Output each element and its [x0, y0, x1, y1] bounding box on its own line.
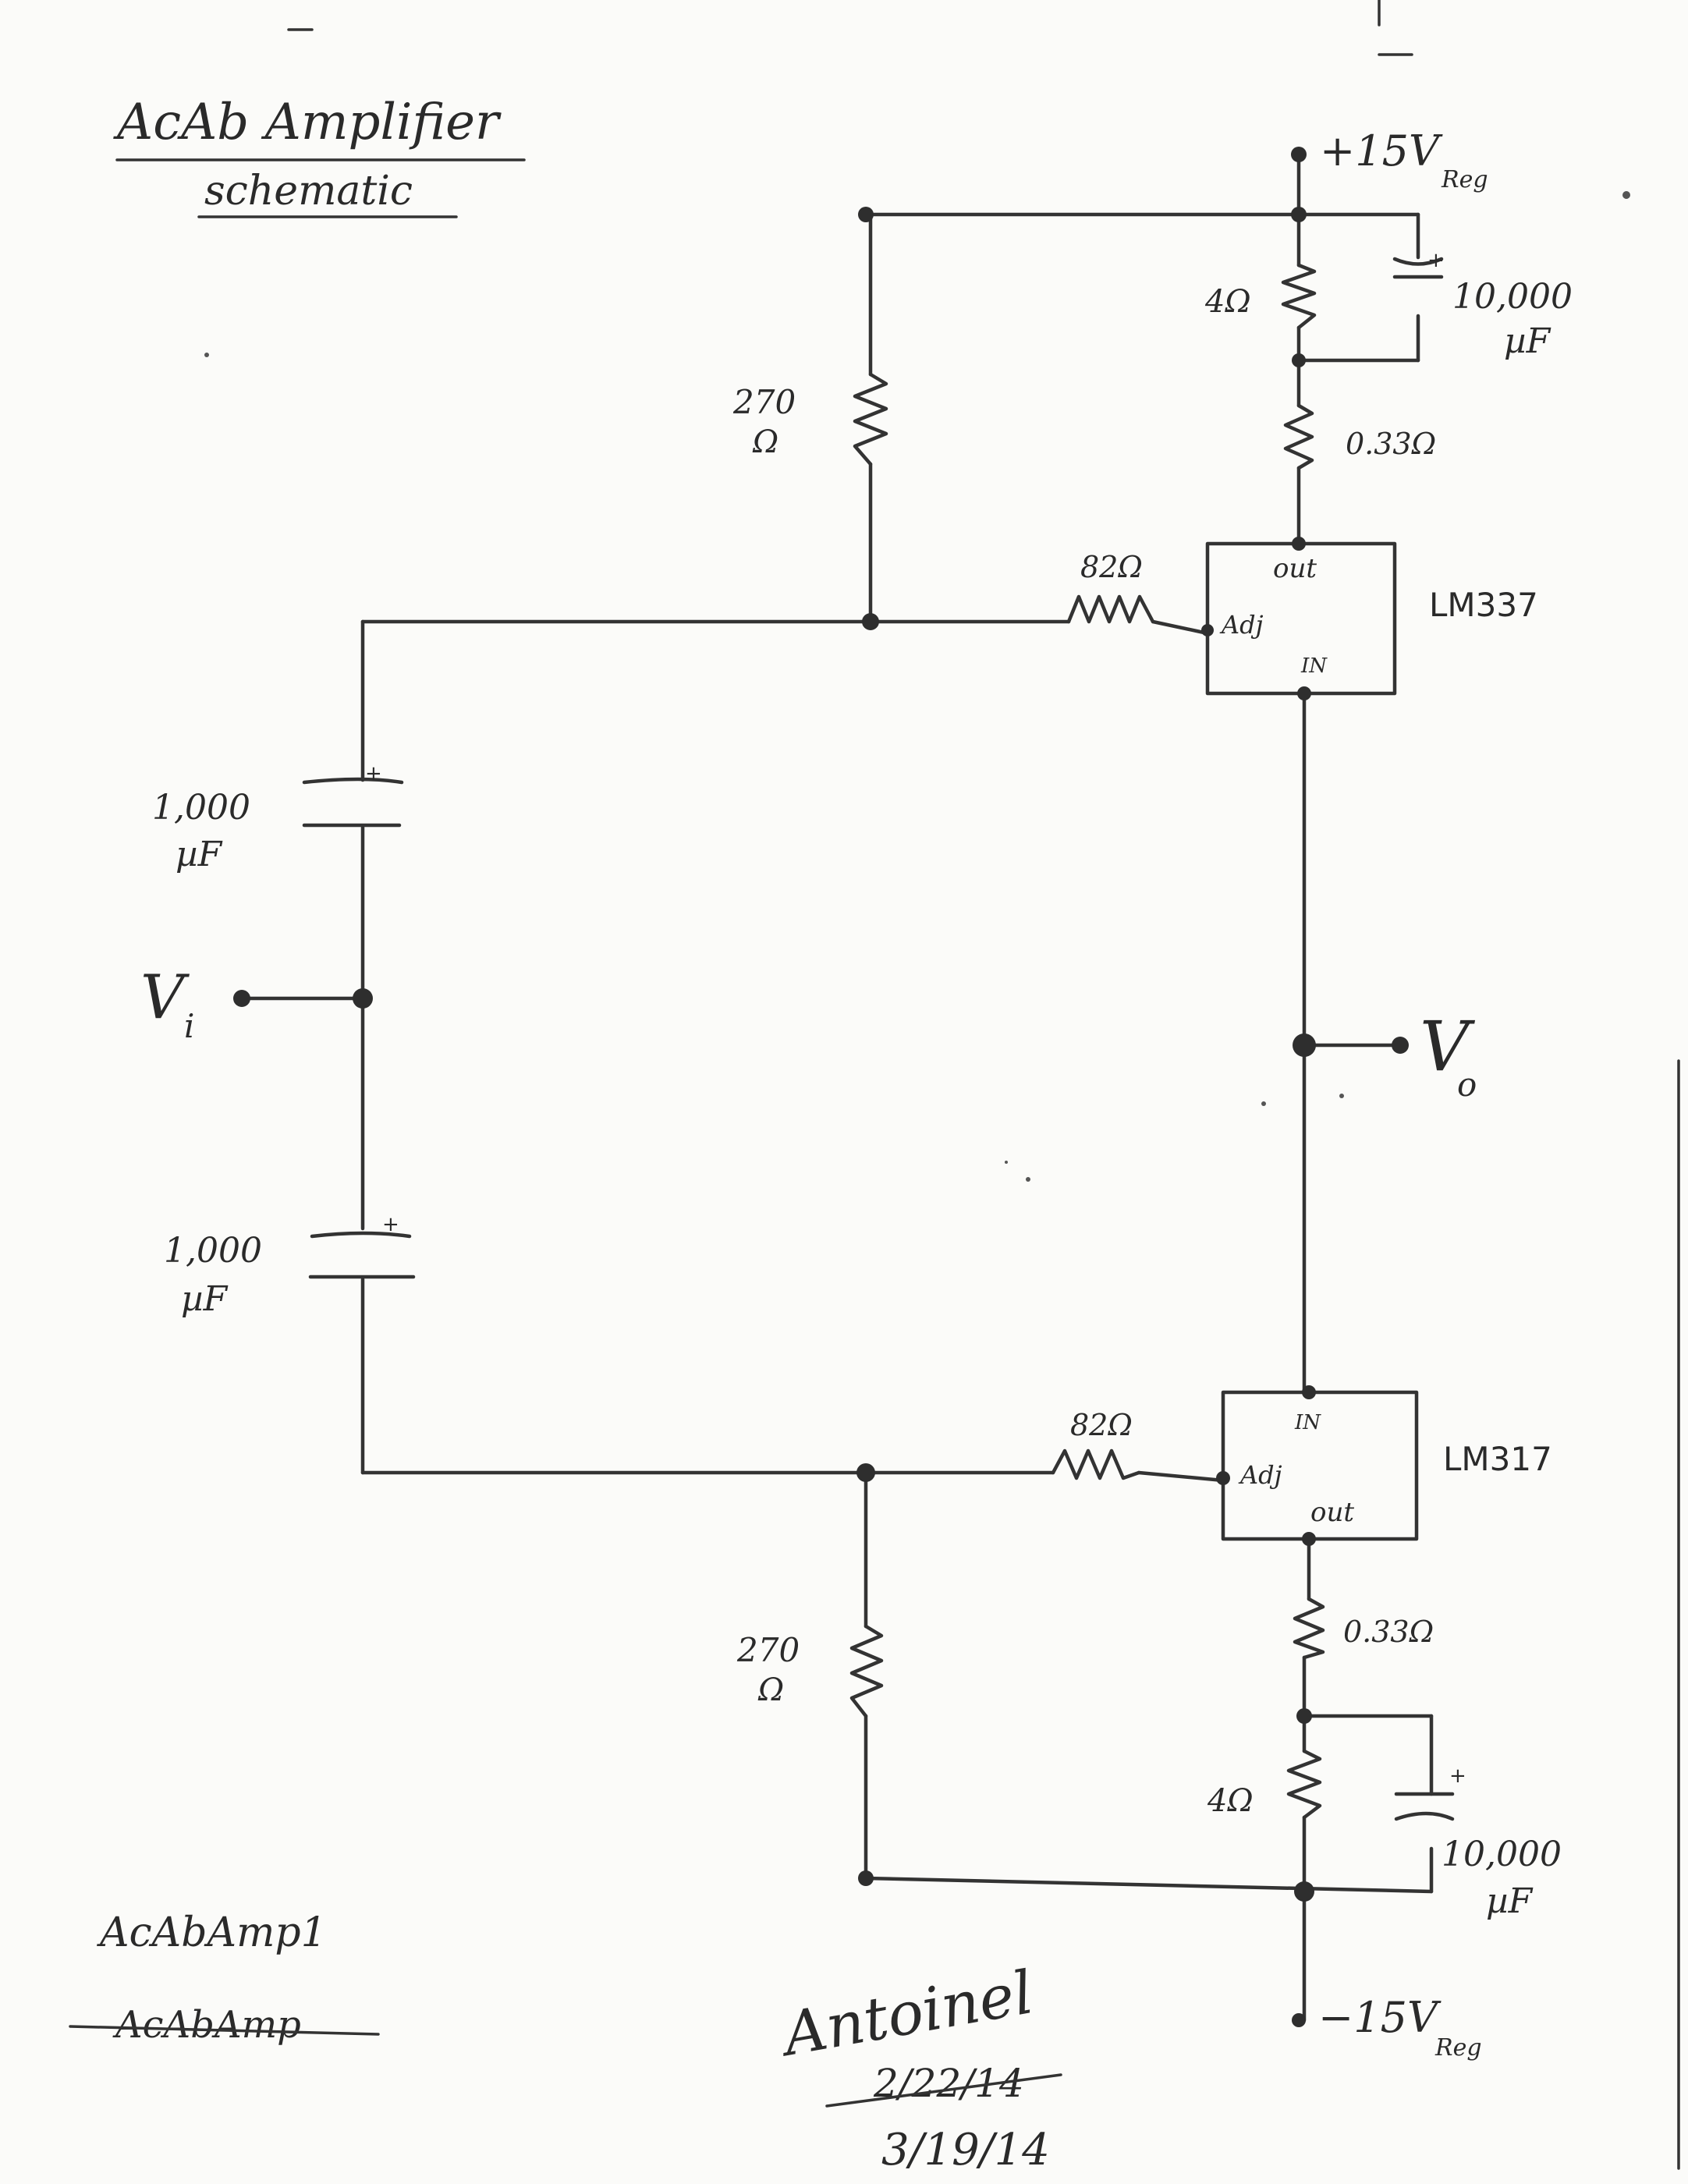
- negative-supply-sub: Reg: [1434, 2034, 1482, 2062]
- resistor-033ohm-top: [1283, 403, 1314, 470]
- lm317-pin-out: out: [1310, 1497, 1354, 1528]
- label-033ohm-top: 0.33Ω: [1346, 427, 1436, 461]
- label-10000-top: 10,000: [1452, 277, 1573, 317]
- lm317-pin-in: IN: [1294, 1411, 1321, 1434]
- file-name-label: AcAbAmp1: [97, 1909, 327, 1956]
- junction-dots: [353, 147, 1316, 2027]
- input-wires: [239, 824, 1225, 1483]
- lm337-pin-adj: Adj: [1219, 610, 1264, 640]
- label-10000-bottom: 10,000: [1442, 1835, 1562, 1874]
- input-label-sub: i: [184, 1007, 194, 1045]
- output-label-sub: o: [1457, 1065, 1477, 1104]
- label-4ohm-top: 4Ω: [1204, 284, 1251, 320]
- resistor-270ohm-bottom: [849, 1624, 884, 1718]
- resistor-82ohm-top: [1066, 594, 1155, 624]
- label-270-top: 270: [732, 383, 796, 421]
- resistor-4ohm-top: [1281, 263, 1317, 330]
- capacitor-in-bottom-plus: +: [382, 1213, 399, 1236]
- label-033ohm-bottom: 0.33Ω: [1343, 1615, 1434, 1649]
- label-uf-bottom: µF: [1486, 1881, 1534, 1921]
- label-82ohm-top: 82Ω: [1080, 550, 1143, 584]
- label-82ohm-bottom: 82Ω: [1070, 1408, 1133, 1442]
- capacitor-1000uf-bottom: [308, 1231, 416, 1279]
- diagram-title: AcAb Amplifier: [113, 94, 502, 151]
- scan-specks: [204, 0, 1680, 2170]
- label-4ohm-bottom: 4Ω: [1207, 1783, 1254, 1819]
- resistor-033ohm-bottom: [1293, 1597, 1325, 1660]
- label-270-bottom-unit: Ω: [757, 1672, 784, 1708]
- label-uf-in-top: µF: [176, 835, 223, 874]
- capacitor-10000uf-top: [1392, 257, 1444, 279]
- label-270-top-unit: Ω: [752, 424, 778, 460]
- upper-wires: [360, 152, 1420, 782]
- capacitor-in-top-plus: +: [365, 762, 382, 785]
- positive-supply-label: +15V: [1320, 126, 1443, 176]
- negative-supply-label: −15V: [1318, 1993, 1442, 2042]
- label-270-bottom: 270: [736, 1631, 800, 1669]
- input-terminal: [233, 990, 250, 1007]
- capacitor-top-plus: +: [1427, 249, 1445, 272]
- input-label: V: [140, 963, 190, 1033]
- lm337-part-label: LM337: [1429, 586, 1538, 624]
- capacitor-10000uf-bottom: [1394, 1792, 1455, 1821]
- positive-supply-sub: Reg: [1441, 166, 1488, 193]
- label-uf-top: µF: [1504, 321, 1551, 361]
- output-terminal: [1392, 1037, 1409, 1054]
- date-old-strikethrough: [825, 2073, 1062, 2108]
- resistor-270ohm-top: [853, 372, 888, 466]
- diagram-subtitle: schematic: [204, 168, 413, 214]
- label-1000-bottom: 1,000: [164, 1231, 262, 1271]
- lm337-pin-out: out: [1273, 553, 1317, 584]
- label-uf-in-bottom: µF: [181, 1279, 229, 1319]
- date-label: 3/19/14: [881, 2125, 1050, 2175]
- file-name-old-label: AcAbAmp: [112, 2003, 301, 2047]
- lm317-part-label: LM317: [1443, 1440, 1552, 1478]
- output-label: V: [1420, 1006, 1476, 1087]
- file-name-strikethrough: [69, 2025, 380, 2036]
- resistor-82ohm-bottom: [1051, 1448, 1141, 1480]
- resistor-4ohm-bottom: [1286, 1749, 1322, 1820]
- lower-wires: [864, 1470, 1434, 2023]
- signature: Antoinel: [774, 1957, 1038, 2070]
- lm317-pin-adj: Adj: [1238, 1460, 1282, 1490]
- lm337-pin-in: IN: [1300, 654, 1328, 678]
- label-1000-top: 1,000: [152, 788, 250, 828]
- output-wires: [1302, 691, 1403, 1395]
- capacitor-1000uf-top: [302, 777, 404, 828]
- capacitor-bottom-plus: +: [1449, 1764, 1466, 1788]
- lm317-regulator: [1221, 1390, 1419, 1541]
